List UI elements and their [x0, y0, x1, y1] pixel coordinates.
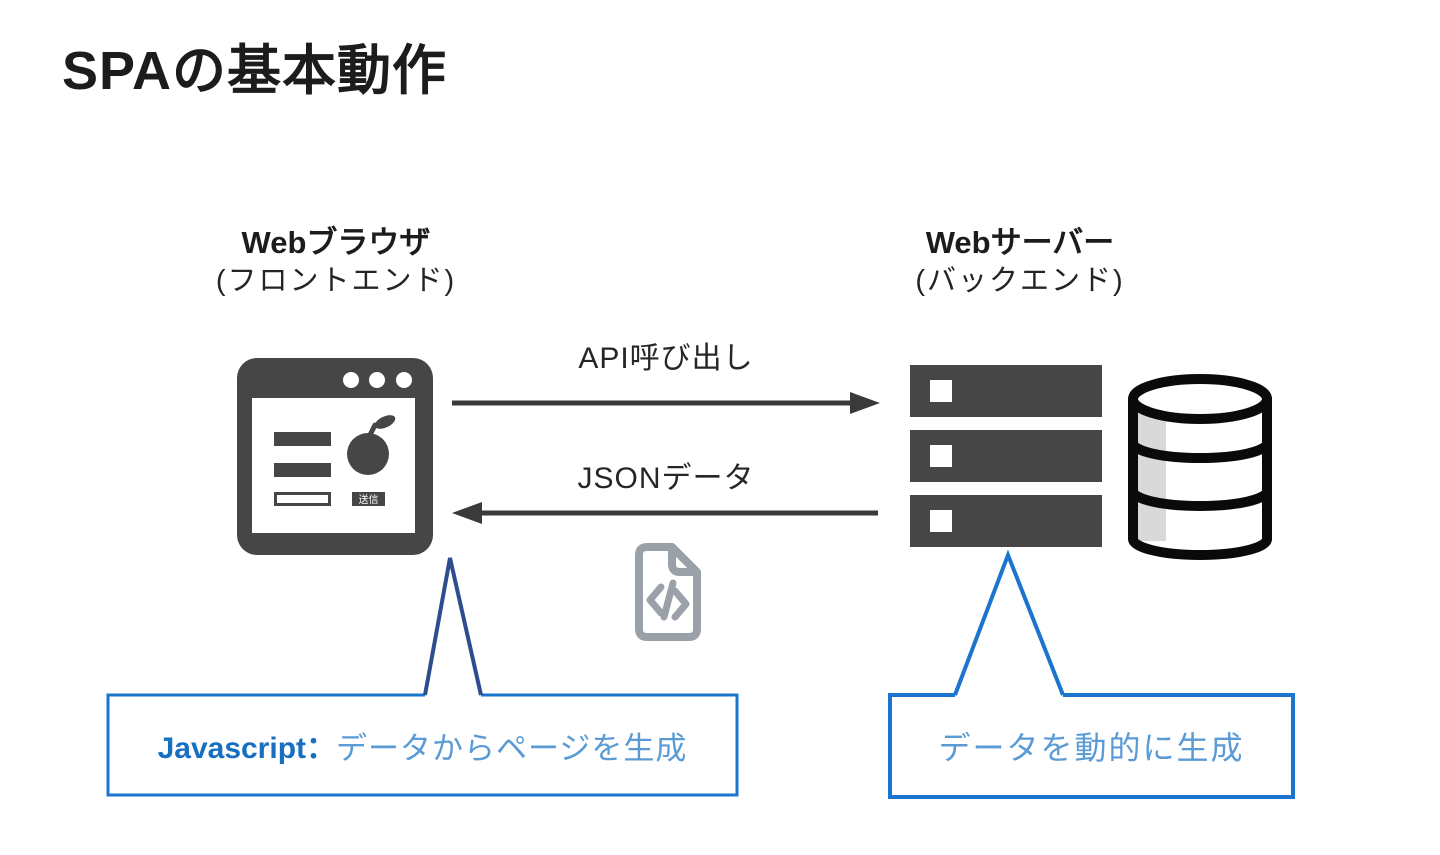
database-shading — [1138, 411, 1166, 541]
json-data-arrow — [452, 502, 878, 524]
window-dot-icon — [343, 372, 359, 388]
server-label-title: Webサーバー — [925, 225, 1115, 260]
server-led — [930, 445, 952, 467]
server-rack-icon — [910, 365, 1102, 560]
browser-window-icon: 送信 — [237, 358, 433, 555]
json-data-label: JSONデータ — [577, 462, 755, 495]
server-led — [930, 510, 952, 532]
page-title: SPAの基本動作 — [62, 41, 448, 101]
svg-text:送信: 送信 — [359, 493, 379, 506]
window-text-line — [274, 432, 331, 446]
javascript-label: Javascript： — [157, 732, 337, 765]
code-file-icon — [635, 543, 701, 641]
server-callout-text: データを動的に生成 — [938, 730, 1245, 766]
window-text-line — [274, 463, 331, 477]
browser-label-title: Webブラウザ — [241, 225, 431, 260]
api-call-label: API呼び出し — [578, 342, 754, 375]
server-callout-shape — [888, 549, 1295, 799]
window-dot-icon — [396, 372, 412, 388]
server-unit — [910, 495, 1102, 547]
server-label-subtitle: (バックエンド) — [915, 264, 1125, 297]
browser-callout-shape — [106, 557, 739, 797]
browser-label-subtitle: (フロントエンド) — [215, 264, 457, 297]
apple-icon — [347, 415, 396, 475]
code-bracket-right — [671, 587, 690, 621]
server-unit — [910, 365, 1102, 417]
browser-callout-pointer — [423, 557, 483, 696]
server-unit — [910, 430, 1102, 482]
browser-callout-body: データからページを生成 — [336, 730, 688, 766]
code-slash — [660, 579, 677, 621]
server-callout-pointer — [953, 549, 1065, 696]
database-icon — [1128, 374, 1272, 560]
api-call-arrow — [452, 392, 880, 414]
server-led — [930, 380, 952, 402]
browser-callout-text: Javascript： データからページを生成 — [108, 695, 737, 795]
browser-label: Webブラウザ (フロントエンド) — [141, 224, 531, 300]
window-input-field — [274, 492, 331, 506]
code-bracket-left — [646, 583, 665, 617]
send-button: 送信 — [352, 492, 385, 506]
server-label: Webサーバー (バックエンド) — [825, 224, 1215, 300]
window-dot-icon — [369, 372, 385, 388]
